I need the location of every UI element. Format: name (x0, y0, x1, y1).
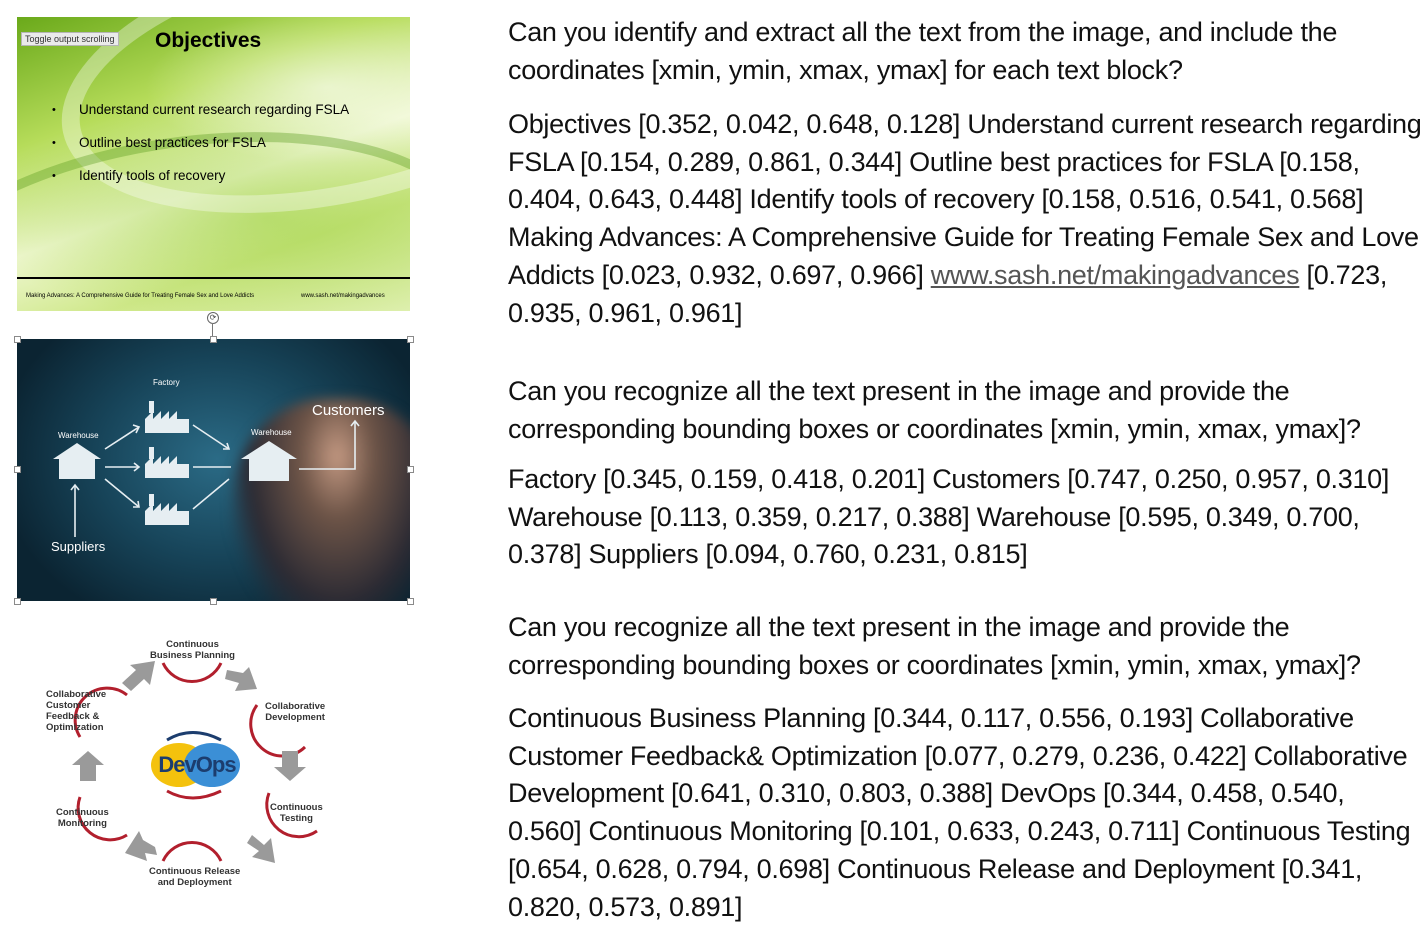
answer-2: Factory [0.345, 0.159, 0.418, 0.201] Cus… (508, 464, 1390, 570)
question-3: Can you recognize all the text present i… (508, 612, 1361, 680)
resize-handle[interactable] (14, 466, 21, 473)
resize-handle[interactable] (14, 336, 21, 343)
slide-title: Objectives (155, 29, 262, 52)
question-2: Can you recognize all the text present i… (508, 376, 1361, 444)
devops-logo-text: DevOps (158, 752, 236, 777)
warehouse-left-label: Warehouse (58, 431, 99, 440)
resize-handle[interactable] (407, 466, 414, 473)
arrow-icon (247, 835, 275, 863)
supply-chain-diagram (53, 401, 360, 537)
businessman-photo (232, 399, 410, 601)
bullet-item: Understand current research regarding FS… (52, 102, 349, 135)
warehouse-right-icon (241, 441, 297, 481)
resize-handle[interactable] (210, 598, 217, 605)
warehouse-left-icon (53, 443, 101, 479)
bullet-item: Outline best practices for FSLA (52, 135, 349, 168)
bullet-item: Identify tools of recovery (52, 168, 349, 201)
arrow-icon (225, 667, 257, 691)
factory-bottom-icon (145, 494, 189, 525)
answer-1-link[interactable]: www.sash.net/makingadvances (930, 259, 1300, 290)
devops-logo-icon (151, 731, 240, 800)
bullet-list: Understand current research regarding FS… (52, 102, 349, 201)
factory-top-icon (145, 401, 189, 433)
customers-label: Customers (312, 402, 385, 419)
flow-arrows (70, 419, 360, 537)
rotate-handle-stem (212, 323, 213, 339)
factory-middle-icon (145, 447, 189, 478)
resize-handle[interactable] (14, 598, 21, 605)
toggle-output-scrolling-button[interactable]: Toggle output scrolling (21, 32, 119, 46)
rotate-handle-icon[interactable]: ⟳ (207, 312, 219, 324)
resize-handle[interactable] (210, 336, 217, 343)
arrow-icon (274, 751, 306, 781)
footer-url: www.sash.net/makingadvances (301, 293, 385, 299)
resize-handle[interactable] (407, 336, 414, 343)
supply-chain-image[interactable]: Factory Warehouse Warehouse Customers Su… (17, 339, 410, 601)
arrow-icon (122, 661, 155, 691)
cycle-arrows (72, 661, 306, 863)
factory-label: Factory (153, 378, 180, 387)
footer-divider (17, 277, 410, 279)
answer-3: Continuous Business Planning [0.344, 0.1… (508, 703, 1411, 922)
question-1: Can you identify and extract all the tex… (508, 17, 1338, 85)
devops-cycle-diagram (72, 661, 318, 863)
answer-1: Objectives [0.352, 0.042, 0.648, 0.128] … (508, 109, 1422, 328)
warehouse-right-label: Warehouse (251, 428, 292, 437)
resize-handle[interactable] (407, 598, 414, 605)
arrow-icon (72, 751, 104, 781)
suppliers-label: Suppliers (51, 539, 106, 554)
arrow-icon (125, 831, 157, 861)
footer-book-title: Making Advances: A Comprehensive Guide f… (26, 293, 255, 299)
objectives-slide: Toggle output scrolling Objectives Under… (17, 17, 410, 311)
